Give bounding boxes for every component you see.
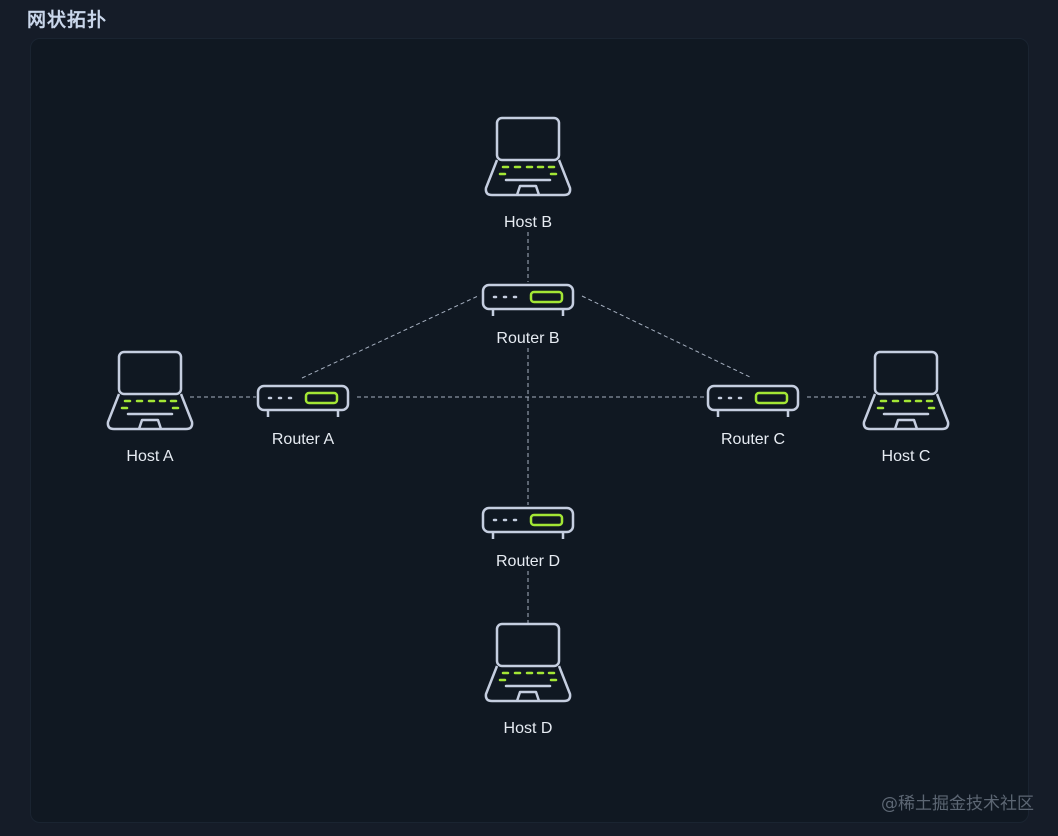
router-icon bbox=[481, 283, 575, 318]
router-a-label: Router A bbox=[272, 431, 335, 448]
link-router-a-router-b bbox=[301, 295, 479, 379]
laptop-icon bbox=[484, 116, 572, 197]
laptop-icon bbox=[862, 350, 950, 431]
host-b-label: Host B bbox=[504, 214, 552, 231]
router-b-label: Router B bbox=[496, 330, 559, 347]
router-a-node: Router A bbox=[256, 384, 350, 448]
laptop-icon bbox=[484, 622, 572, 703]
links bbox=[190, 232, 866, 624]
laptop-icon bbox=[106, 350, 194, 431]
host-d-node: Host D bbox=[484, 622, 572, 737]
watermark: @稀土掘金技术社区 bbox=[881, 794, 1034, 814]
router-c-node: Router C bbox=[706, 384, 800, 448]
router-d-label: Router D bbox=[496, 553, 560, 570]
host-c-label: Host C bbox=[882, 448, 931, 465]
router-b-node: Router B bbox=[481, 283, 575, 347]
host-a-label: Host A bbox=[126, 448, 173, 465]
host-b-node: Host B bbox=[484, 116, 572, 231]
host-c-node: Host C bbox=[862, 350, 950, 465]
router-d-node: Router D bbox=[481, 506, 575, 570]
router-icon bbox=[706, 384, 800, 419]
router-icon bbox=[256, 384, 350, 419]
link-router-b-router-c bbox=[581, 295, 753, 379]
router-c-label: Router C bbox=[721, 431, 785, 448]
host-d-label: Host D bbox=[504, 720, 553, 737]
page-title: 网状拓扑 bbox=[27, 9, 108, 31]
host-a-node: Host A bbox=[106, 350, 194, 465]
router-icon bbox=[481, 506, 575, 541]
